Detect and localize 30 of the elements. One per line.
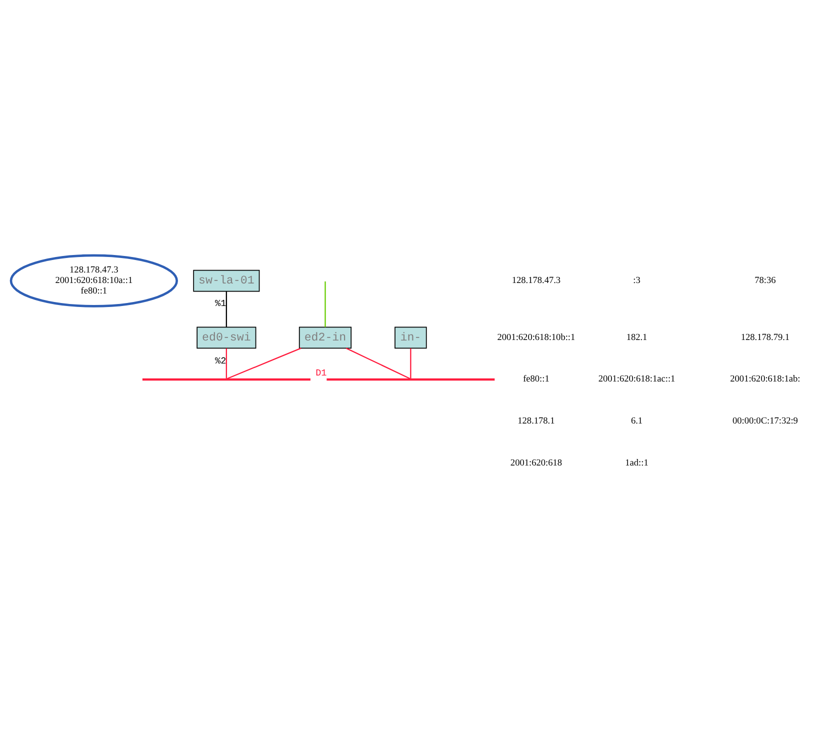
label: 2001:620:618:1ab:: [730, 374, 800, 385]
edge-label: %1: [215, 298, 226, 310]
label: 128.178.79.1: [740, 332, 790, 343]
label: 2001:620:618:10b::1: [497, 332, 576, 343]
label: 1ad::1: [625, 458, 648, 468]
label: 78:36: [754, 276, 776, 286]
connector: [226, 348, 228, 378]
label: :3: [633, 276, 640, 286]
node-bar: [326, 378, 495, 381]
label: fe80::1: [523, 374, 550, 385]
connector: [226, 291, 228, 328]
label: 182.1: [626, 332, 648, 343]
node-box: sw-la-01: [193, 270, 260, 292]
node-ellipse: 128.178.47.3 2001:620:618:10a::1 fe80::1: [10, 254, 178, 308]
node-box: in-: [394, 326, 427, 349]
label: 128.178.47.3: [512, 276, 561, 286]
label: 2001:620:618:1ac::1: [598, 374, 676, 385]
connector: [227, 348, 302, 380]
node-box: ed0-swi: [196, 326, 256, 349]
node-box: ed2-in: [298, 326, 352, 349]
label: 2001:620:618: [510, 458, 562, 468]
label: 6.1: [630, 416, 643, 427]
connector: [324, 281, 326, 328]
connector: [346, 348, 410, 380]
connector: [410, 348, 412, 378]
node-bar: [142, 378, 310, 381]
label: 00:00:0C:17:32:9: [732, 416, 798, 427]
edge-label: %2: [215, 355, 226, 366]
label: 128.178.1: [518, 416, 555, 427]
node-label: D1: [316, 368, 327, 379]
